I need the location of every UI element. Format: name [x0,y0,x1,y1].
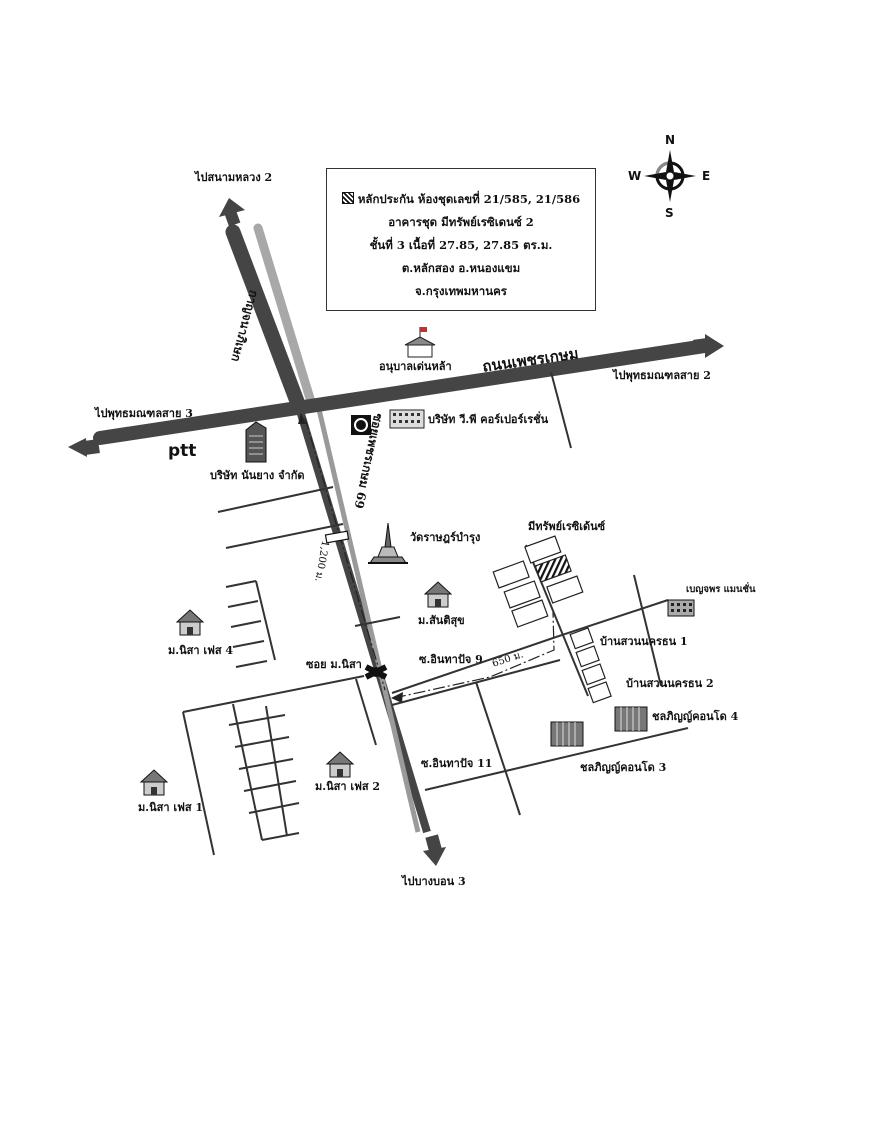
compass-w: W [628,169,642,183]
phetkasem-69-road-light [315,404,421,833]
building-icon-benjaporn [667,599,695,617]
hatch-swatch-icon [341,192,354,204]
arrow-north-stem [223,207,241,227]
legend-line-3: ชั้นที่ 3 เนื้อที่ 27.85, 27.85 ตร.ม. [369,238,553,252]
suan-1-label: บ้านสวนนครธน 1 [600,635,688,648]
legend-line-2: อาคารชุด มีทรัพย์เรซิเดนซ์ 2 [388,215,534,229]
compass-n: N [665,133,676,147]
vp-corp-label: บริษัท วี.พี คอร์เปอร์เรชั่น [428,413,549,426]
condo-3-label: ชลภิญญ์คอนโด 3 [580,761,667,774]
house-icon-nisa4 [175,609,205,636]
ptt-logo-icon: ptt [168,441,197,461]
direction-north-label: ไปสนามหลวง 2 [195,171,273,184]
temple-icon [368,522,408,564]
nanyang-label: บริษัท นันยาง จำกัด [210,469,305,482]
building-icon-vp [389,409,425,429]
inthapat-9-label: ซ.อินทาปัจ 9 [419,653,483,666]
arrow-west-icon [68,438,87,457]
compass-e: E [702,169,711,183]
condo-4-label: ชลภิญญ์คอนโด 4 [652,710,739,723]
house-icon-santisuk [423,581,453,608]
route-to-residence [393,611,555,699]
direction-east-label: ไปพุทธมณฑลสาย 2 [613,369,711,382]
arrow-south-icon [423,847,446,866]
route-to-soi [304,417,386,691]
intersection-icon [364,664,388,680]
school-icon [404,327,436,358]
nisa-1-label: ม.นิสา เฟส 1 [138,801,204,814]
house-icon-nisa1 [139,769,169,796]
legend-line-5: จ.กรุงเทพมหานคร [415,284,507,298]
meesap-label: มีทรัพย์เรซิเด้นซ์ [528,520,606,533]
kindergarten-label: อนุบาลเด่นหล้า [379,360,452,373]
legend-box: หลักประกัน ห้องชุดเลขที่ 21/585, 21/586 … [326,168,596,311]
north-arrow-compass-icon [644,150,696,202]
nisa-4-label: ม.นิสา เฟส 4 [168,644,234,657]
kanchanaphisek-road [225,224,306,412]
legend-line-1: หลักประกัน ห้องชุดเลขที่ 21/585, 21/586 [327,191,595,209]
phetkasem-road [93,339,712,445]
direction-south-label: ไปบางบอน 3 [402,875,466,888]
legend-line-4: ต.หลักสอง อ.หนองแขม [401,261,521,275]
nisa-2-label: ม.นิสา เฟส 2 [315,780,381,793]
bank-logo-icon [351,415,371,435]
benjaporn-label: เบญจพร แมนชั่น [686,584,756,595]
suan-2-label: บ้านสวนนครธน 2 [626,677,714,690]
arrow-east-icon [705,334,724,358]
meesap-blocks [492,535,612,704]
kanchanaphisek-road-light [253,223,317,410]
compass-s: S [665,206,674,220]
building-icon-nanyang [245,421,267,463]
side-roads [182,371,689,856]
temple-label: วัดราษฎร์บำรุง [410,531,481,544]
crosswalk [324,530,350,544]
building-icon-condo4 [614,706,648,732]
phetkasem-69-road [294,402,431,834]
inthapat-11-label: ซ.อินทาปัจ 11 [421,757,493,770]
building-icon-condo3 [550,721,584,747]
direction-west-label: ไปพุทธมณฑลสาย 3 [95,407,193,420]
santisuk-label: ม.สันติสุข [418,614,465,627]
soi-nisa-label: ซอย ม.นิสา [306,658,362,671]
house-icon-nisa2 [325,751,355,778]
